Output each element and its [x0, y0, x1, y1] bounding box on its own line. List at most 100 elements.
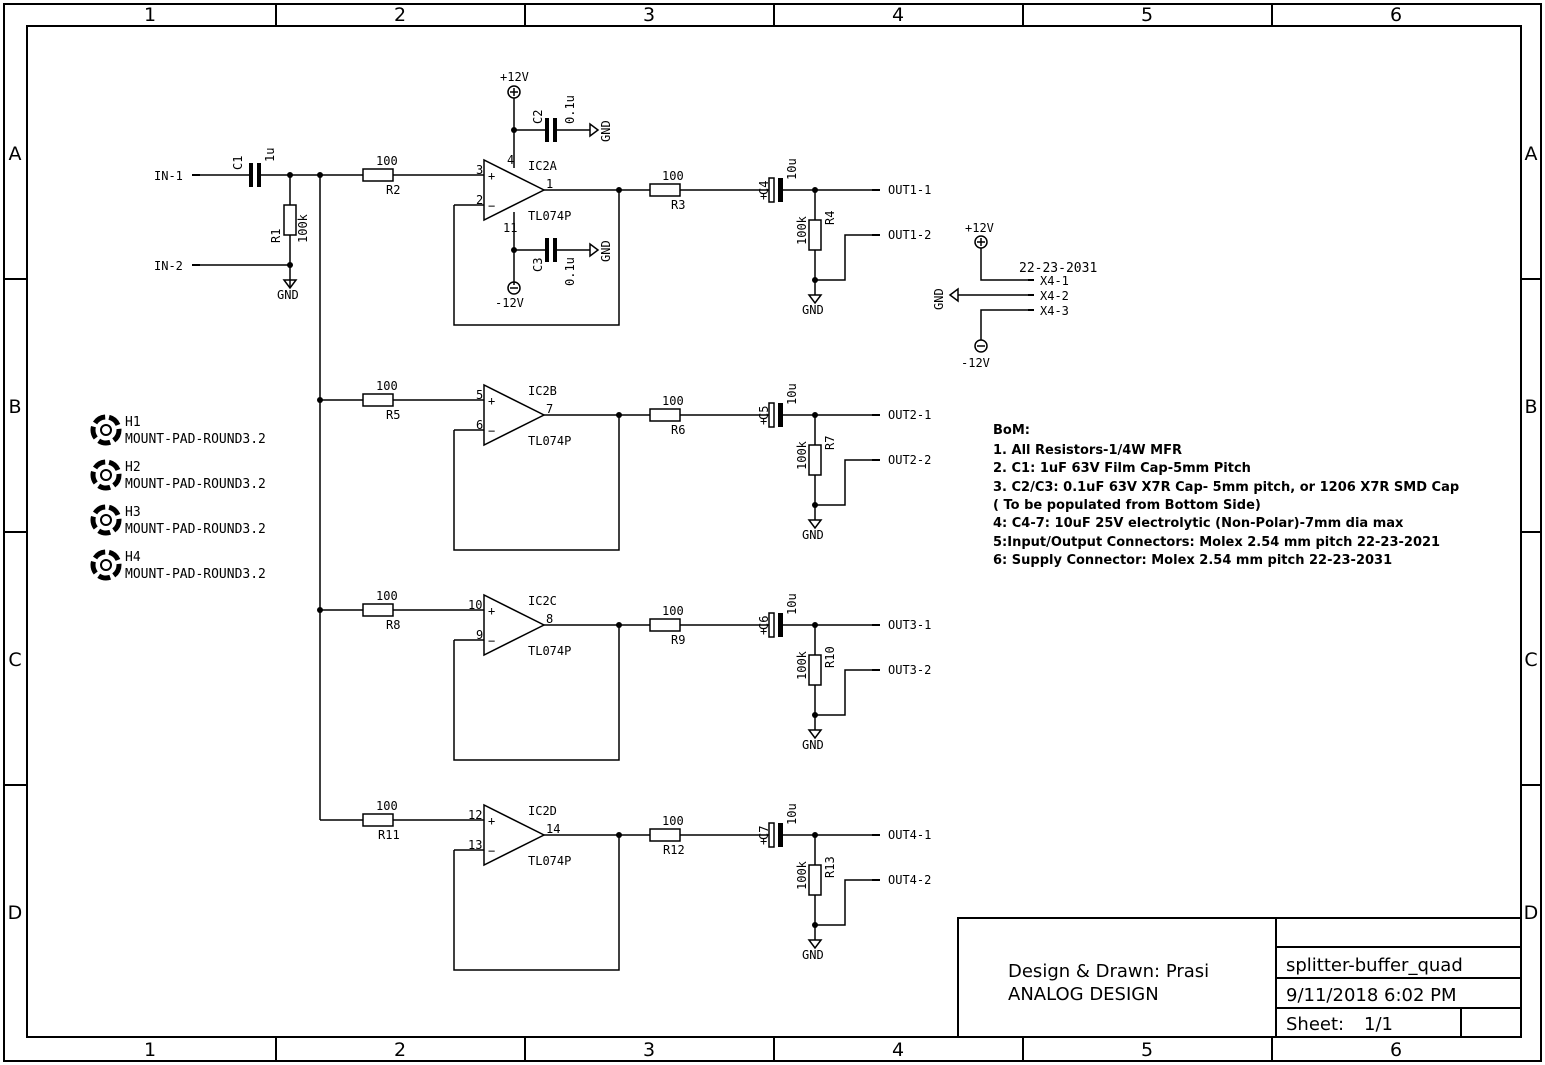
plus-sign: +: [488, 604, 495, 618]
resistor-r1: [283, 204, 297, 236]
opamp-power-section: +12V C2 0.1u GND 4 C3 0.1u GND 11 -12V: [495, 70, 613, 310]
opamp-name: IC2C: [528, 594, 557, 608]
rin-name: R5: [386, 408, 400, 422]
gnd-label: GND: [599, 240, 613, 262]
minus-sign: −: [488, 844, 495, 858]
buffer-stage-4: 100 R11 + − 12 13 14 IC2D TL074P 100 R12…: [320, 799, 931, 971]
resistor-r5: [362, 393, 394, 407]
rout-name: R12: [663, 843, 685, 857]
gnd-label: GND: [599, 120, 613, 142]
c2-name: C2: [531, 110, 545, 124]
resistor-r7: [808, 444, 822, 476]
resistor-r6: [649, 408, 681, 422]
pad-name: H4: [125, 550, 141, 565]
opamp-ic2d: [483, 803, 546, 867]
gnd-label: GND: [277, 288, 299, 302]
in1-label: IN-1: [154, 169, 183, 183]
resistor-r10: [808, 654, 822, 686]
cap-value: 10u: [785, 383, 799, 405]
bom-line: 6: Supply Connector: Molex 2.54 mm pitch…: [993, 553, 1392, 568]
column-label: 6: [1390, 4, 1402, 26]
mount-pads: H1 MOUNT-PAD-ROUND3.2 H2 MOUNT-PAD-ROUND…: [90, 414, 266, 582]
buffer-stage-2: 100 R5 + − 5 6 7 IC2B TL074P 100 R6 + C5…: [320, 379, 931, 551]
pin-plus: 10: [468, 598, 482, 612]
pin-minus: 9: [476, 628, 483, 642]
rload-name: R10: [823, 646, 837, 668]
cap-name: C7: [757, 826, 771, 840]
plus-sign: +: [488, 814, 495, 828]
connector-pin: X4-1: [1040, 274, 1069, 288]
resistor-r2: [362, 168, 394, 182]
column-label: 1: [144, 4, 156, 26]
row-label: C: [8, 649, 21, 671]
supply-symbol: [507, 281, 521, 295]
drawing-frame: [3, 3, 1542, 1062]
resistor-r13: [808, 864, 822, 896]
rin-value: 100: [376, 589, 398, 603]
mount-pad-icon: [90, 504, 122, 536]
connector-pin: X4-3: [1040, 304, 1069, 318]
opamp-name: IC2D: [528, 804, 557, 818]
opamp-name: IC2A: [528, 159, 558, 173]
company: ANALOG DESIGN: [1008, 984, 1159, 1005]
out-connector-2: OUT3-2: [888, 663, 931, 677]
in2-label: IN-2: [154, 259, 183, 273]
pin-minus: 13: [468, 838, 482, 852]
ground-symbol: [589, 242, 600, 258]
out-connector-1: OUT3-1: [888, 618, 931, 632]
opamp-ic2b: [483, 383, 546, 447]
bom-title: BoM:: [993, 423, 1030, 438]
rin-name: R2: [386, 183, 400, 197]
frame-labels: 1 2 3 4 5 6 1 2 3 4 5 6 A B C D A B C D: [8, 4, 1539, 1061]
row-label: C: [1524, 649, 1537, 671]
mount-pad-icon: [90, 549, 122, 581]
drawing-name: splitter-buffer_quad: [1286, 955, 1463, 976]
bom-line: 1. All Resistors-1/4W MFR: [993, 443, 1182, 458]
capacitor-c1: [249, 163, 261, 187]
opamp-part: TL074P: [528, 434, 571, 448]
buffer-stage-3: 100 R8 + − 10 9 8 IC2C TL074P 100 R9 + C…: [320, 589, 931, 761]
drawing-date: 9/11/2018 6:02 PM: [1286, 985, 1457, 1006]
column-label: 5: [1141, 4, 1153, 26]
column-label: 3: [643, 1039, 655, 1061]
column-label: 2: [394, 4, 406, 26]
bom-line: 5:Input/Output Connectors: Molex 2.54 mm…: [993, 535, 1440, 550]
r1-value: 100k: [296, 213, 310, 243]
capacitor-c7: [768, 822, 775, 848]
resistor-r12: [649, 828, 681, 842]
rin-value: 100: [376, 154, 398, 168]
plus-mark: +: [760, 834, 767, 848]
opamp-part: TL074P: [528, 644, 571, 658]
plus-sign: +: [488, 394, 495, 408]
pin-out: 14: [546, 822, 560, 836]
resistor-r11: [362, 813, 394, 827]
connector-plus12: +12V: [965, 221, 994, 235]
bom-line: 2. C1: 1uF 63V Film Cap-5mm Pitch: [993, 461, 1251, 476]
column-label: 2: [394, 1039, 406, 1061]
rload-value: 100k: [795, 440, 809, 470]
gnd-label: GND: [802, 528, 824, 542]
gnd-label: GND: [802, 303, 824, 317]
connector-pin: X4-2: [1040, 289, 1069, 303]
rout-value: 100: [662, 394, 684, 408]
pad-part: MOUNT-PAD-ROUND3.2: [125, 477, 266, 492]
minus12-label: -12V: [495, 296, 524, 310]
rout-value: 100: [662, 604, 684, 618]
capacitor-c4: [768, 177, 775, 203]
c2-value: 0.1u: [563, 95, 577, 124]
row-label: B: [1524, 396, 1537, 418]
capacitor-c5: [768, 402, 775, 428]
plus-mark: +: [760, 624, 767, 638]
sheet-label: Sheet:: [1286, 1014, 1344, 1035]
pin-out: 7: [546, 402, 553, 416]
pin-out: 8: [546, 612, 553, 626]
opamp-ic2c: [483, 593, 546, 657]
mount-pad-icon: [90, 414, 122, 446]
column-label: 6: [1390, 1039, 1402, 1061]
column-label: 4: [892, 4, 904, 26]
out-connector-2: OUT2-2: [888, 453, 931, 467]
c3-name: C3: [531, 258, 545, 272]
connector-minus12: -12V: [961, 356, 990, 370]
supply-connector: +12V 22-23-2031 X4-1 GND X4-2 X4-3 -12V: [932, 221, 1097, 370]
